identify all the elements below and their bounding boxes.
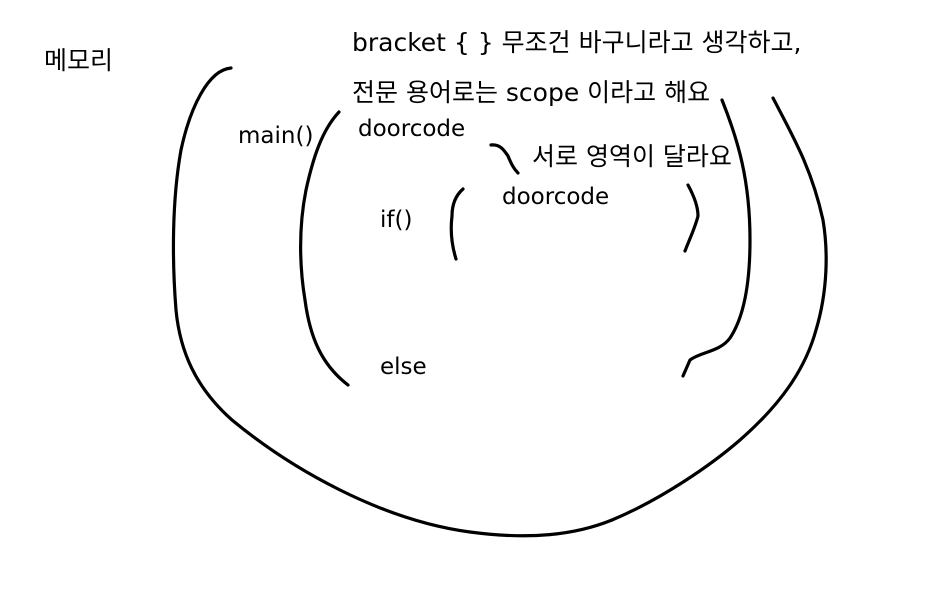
scope-divider-squiggle — [489, 143, 520, 175]
memory-bracket-right — [610, 96, 828, 522]
main-label: main() — [238, 123, 314, 149]
different-areas-note: 서로 영역이 달라요 — [532, 142, 732, 171]
memory-label: 메모리 — [44, 46, 114, 75]
if-bracket-right — [683, 183, 700, 253]
bracket-note-line1: bracket { } 무조건 바구니라고 생각하고, — [352, 28, 802, 57]
bracket-note-line2: 전문 용어로는 scope 이라고 해요 — [352, 78, 711, 107]
main-bracket-left — [299, 110, 350, 387]
else-label: else — [380, 354, 427, 380]
if-bracket-left — [449, 187, 465, 261]
if-label: if() — [380, 207, 413, 233]
memory-bracket-left — [171, 66, 614, 538]
doorcode-outer-label: doorcode — [358, 116, 466, 142]
doorcode-inner-label: doorcode — [502, 184, 610, 210]
main-bracket-right — [681, 98, 752, 378]
